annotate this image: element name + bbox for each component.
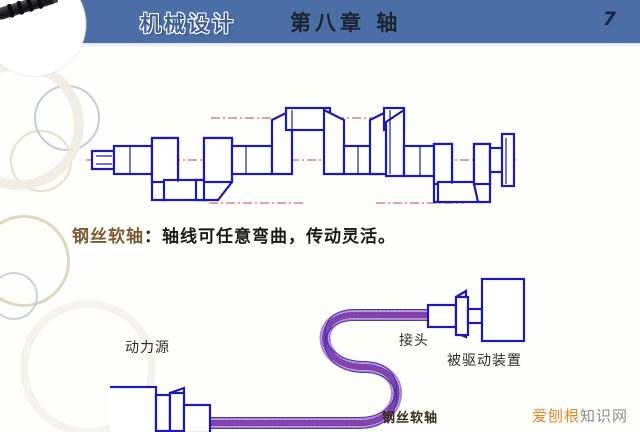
header-underline: [74, 43, 640, 47]
deco-circle-tan-faint: [0, 60, 84, 190]
power-source-assembly: [100, 385, 212, 432]
deco-circle-tan-large: [0, 215, 70, 307]
deco-circle-blue-small: [0, 272, 38, 320]
crank-detail-lines: [96, 110, 507, 184]
shaft-photo-icon: [0, 0, 59, 21]
page-number: 7: [602, 8, 616, 30]
label-driven-device: 被驱动装置: [447, 353, 522, 369]
caption-text: ：轴线可任意弯曲，传动灵活。: [144, 227, 396, 247]
label-flexible-shaft: 钢丝软轴: [382, 411, 439, 426]
figure-crankshaft: [86, 98, 516, 210]
caption-line: 钢丝软轴：轴线可任意弯曲，传动灵活。: [72, 229, 396, 246]
watermark-gray: 知识网: [579, 407, 628, 425]
caption-keyword: 钢丝软轴: [72, 227, 144, 247]
page-title-course: 机械设计: [140, 12, 236, 36]
crankshaft-drawing: [86, 106, 516, 204]
flexible-shaft-drawing: [100, 277, 526, 432]
page-title-chapter: 第八章 轴: [290, 11, 402, 35]
driven-assembly: [426, 277, 526, 343]
crank-bodies: [90, 106, 516, 204]
deco-circle-tan-mid: [10, 130, 72, 192]
label-joint: 接头: [399, 333, 429, 349]
logo-circle: [0, 0, 86, 76]
label-power-source: 动力源: [125, 340, 170, 356]
figure-flexible-shaft: 动力源 接头 被驱动装置 钢丝软轴: [100, 275, 540, 432]
watermark-orange: 爱刨根: [531, 407, 580, 425]
watermark: 爱刨根知识网: [532, 405, 628, 426]
